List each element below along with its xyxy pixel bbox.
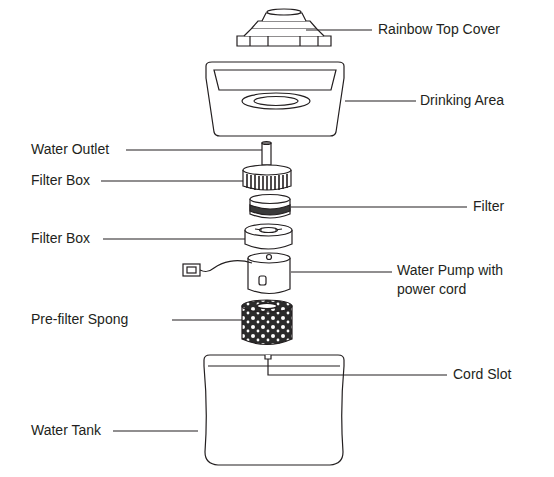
part-label: Filter Box [31, 171, 90, 190]
part-label: Pre-filter Spong [31, 310, 128, 329]
part-label: Filter Box [31, 229, 90, 248]
leader-line [345, 100, 416, 101]
part-label: Water Tank [31, 421, 101, 440]
part-label: Drinking Area [420, 91, 504, 110]
leader-line [172, 319, 242, 320]
part-label: Rainbow Top Cover [378, 20, 500, 39]
sponge-drawing [242, 300, 292, 345]
leader-line [113, 430, 198, 431]
part-label: Water Outlet [31, 140, 109, 159]
top-cover-drawing [237, 9, 331, 46]
water-tank-drawing [204, 355, 344, 465]
part-label: Cord Slot [453, 365, 511, 384]
filter-drawing [250, 195, 290, 219]
drinking-area-drawing [206, 62, 344, 136]
leader-line [126, 149, 262, 150]
leader-line [103, 238, 245, 239]
pump-drawing [183, 253, 290, 294]
part-label: Water Pump with power cord [397, 261, 519, 299]
lower-filter-box-drawing [245, 224, 292, 249]
leader-lines [101, 30, 467, 431]
leader-line [291, 271, 392, 272]
outlet-filter-box-drawing [243, 142, 291, 191]
leader-line [306, 29, 372, 30]
part-drawings [183, 9, 344, 465]
part-label: Filter [473, 197, 504, 216]
leader-line [291, 206, 467, 207]
leader-line [101, 180, 243, 181]
leader-line [268, 359, 447, 375]
